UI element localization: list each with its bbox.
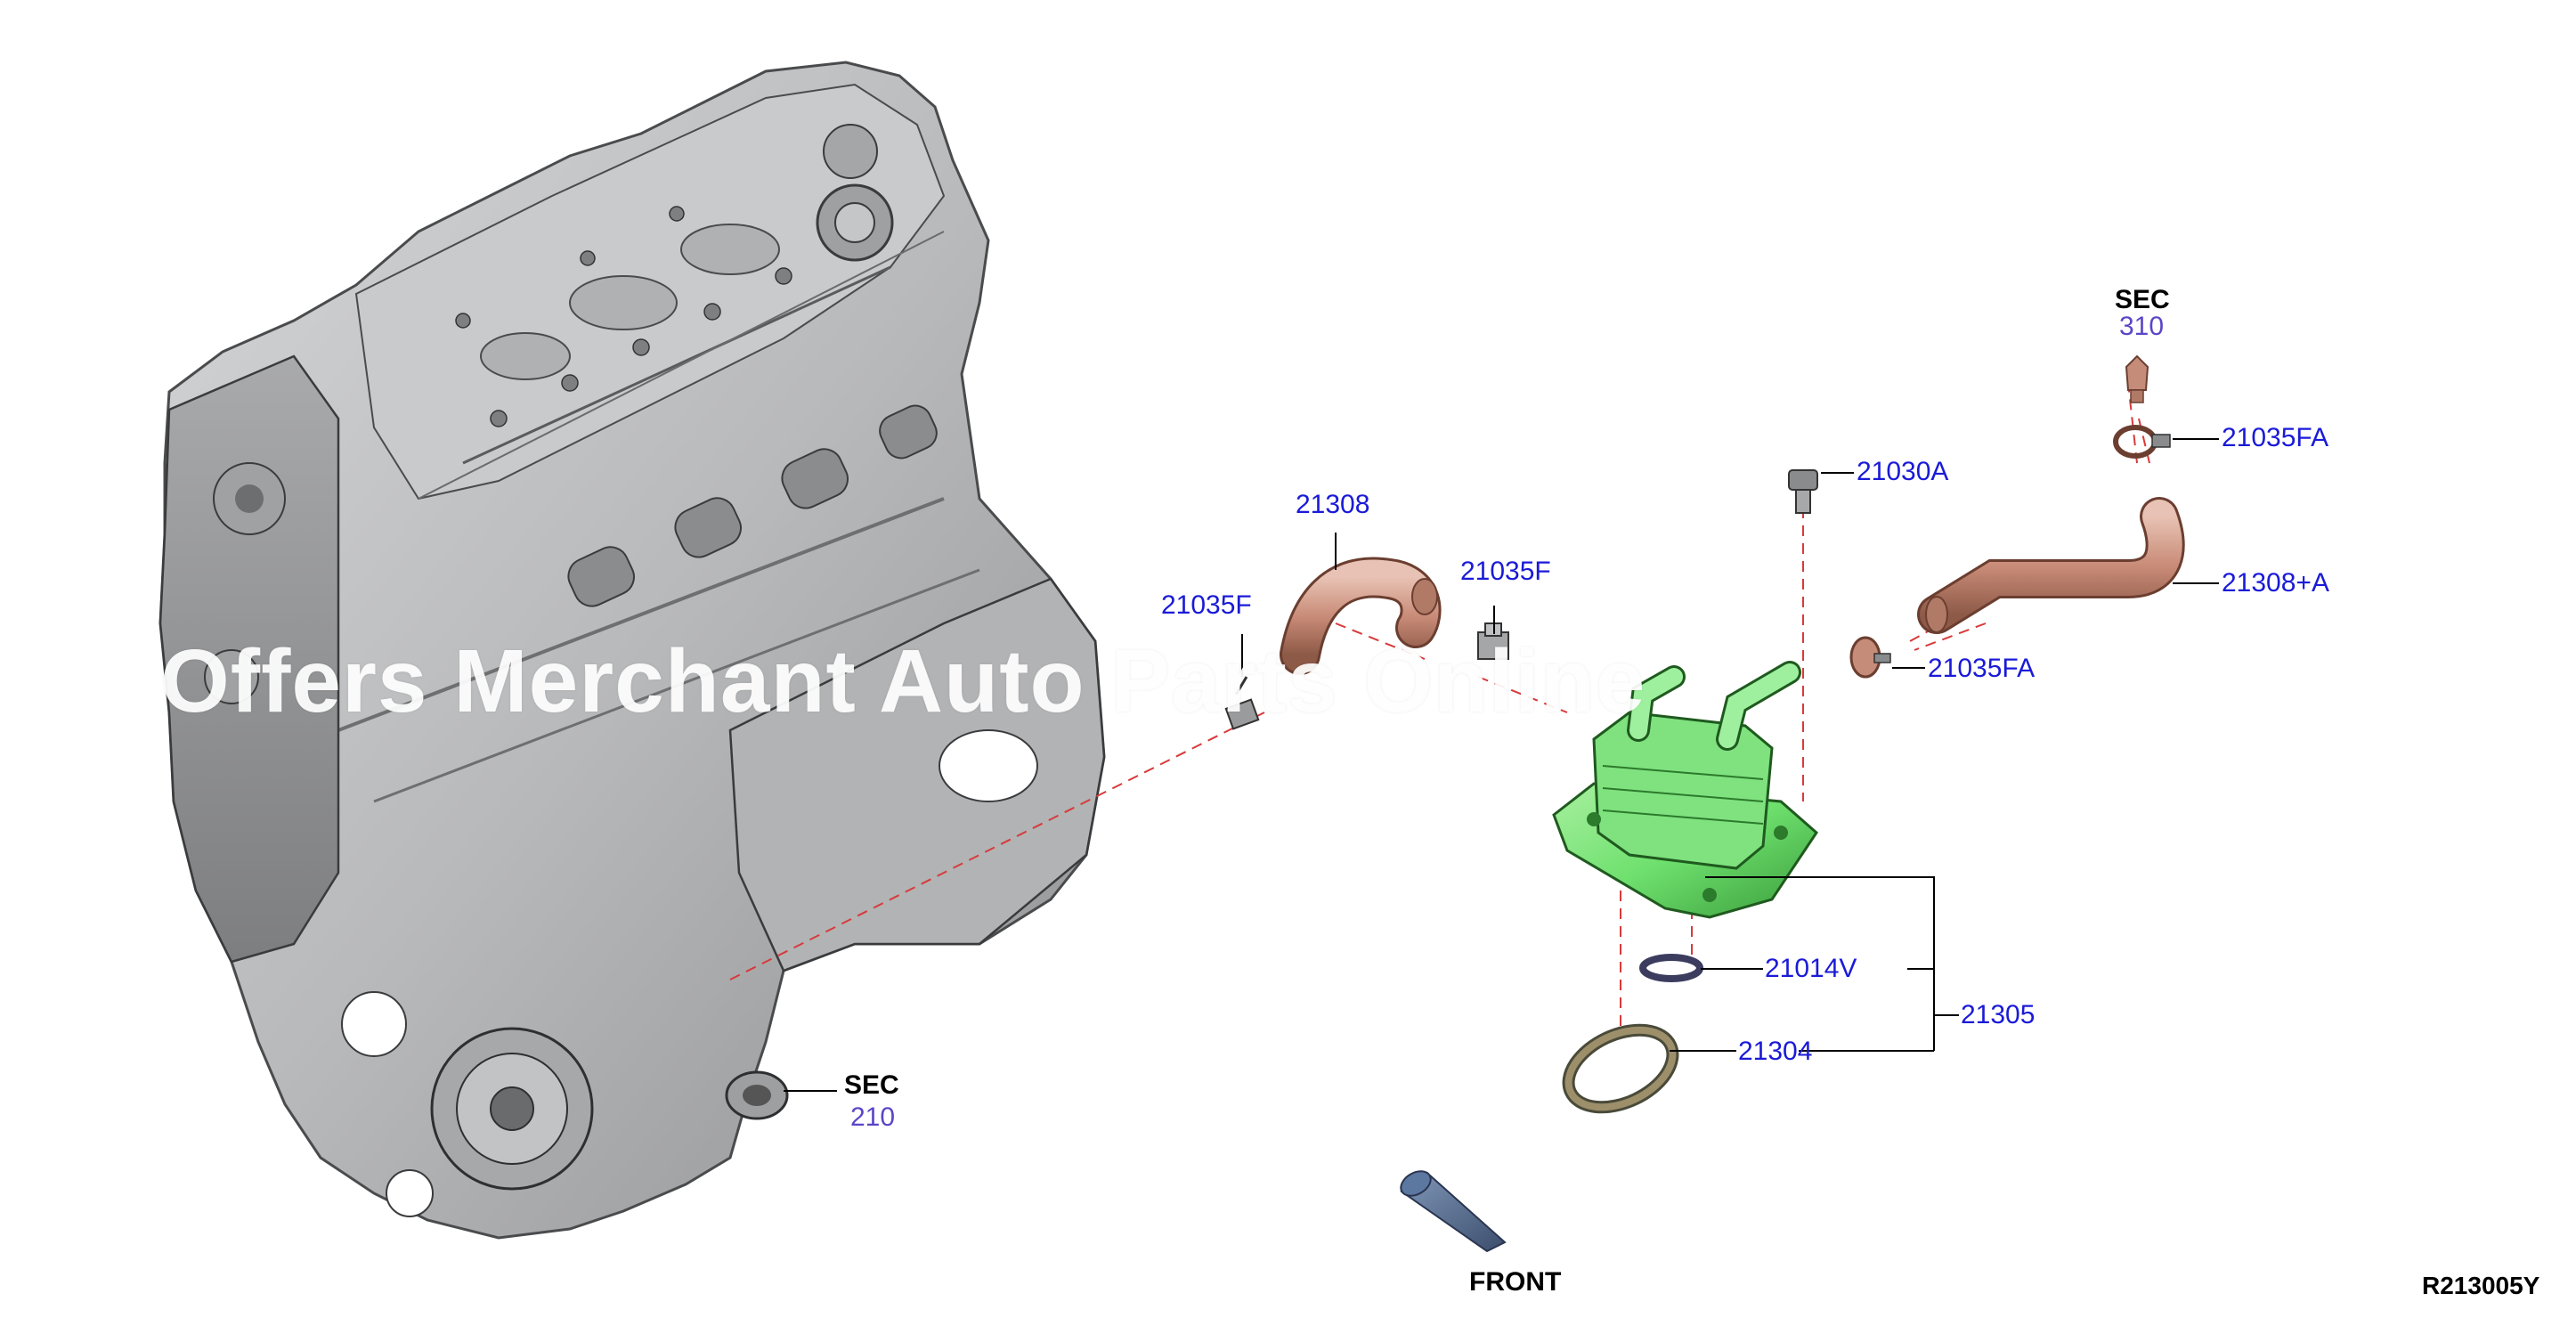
clamp-21035FA-top (2113, 425, 2171, 459)
diagram-reference-code: R213005Y (2422, 1272, 2540, 1299)
sec-label-bottom: SEC (844, 1070, 899, 1100)
callout-21030A: 21030A (1857, 457, 1949, 486)
sec-number-top: 310 (2119, 312, 2165, 341)
o-ring-21014V (1639, 954, 1703, 982)
gasket-21304 (1562, 1023, 1679, 1114)
callout-21305: 21305 (1961, 1000, 2036, 1029)
sec-label-top: SEC (2115, 285, 2170, 314)
oil-cooler-21305 (1552, 661, 1818, 919)
watermark-text: Offers Merchant Auto Parts Online (160, 631, 1646, 731)
engine-assembly (158, 61, 1106, 1240)
callout-21304: 21304 (1738, 1037, 1813, 1066)
front-label: FRONT (1469, 1267, 1562, 1297)
clip-21035F-left (1224, 676, 1260, 730)
front-direction-arrow (1400, 1170, 1507, 1253)
callout-21035FA-mid: 21035FA (1928, 654, 2036, 683)
callout-21308A: 21308+A (2222, 568, 2329, 598)
bolt-21030A (1788, 469, 1818, 514)
callout-21035F-right: 21035F (1460, 557, 1551, 586)
callout-21035FA-top: 21035FA (2222, 423, 2329, 452)
sec-number-bottom: 210 (850, 1102, 896, 1132)
callout-21308: 21308 (1296, 490, 1370, 519)
hose-21308 (1280, 557, 1442, 675)
connector-sec-310 (2125, 354, 2149, 403)
hose-21308A (1917, 497, 2185, 634)
callout-21035F-left: 21035F (1161, 590, 1252, 620)
leader-lines (784, 438, 2219, 1092)
callout-21014V: 21014V (1765, 954, 1857, 983)
clamp-21035FA-mid (1849, 636, 1891, 679)
